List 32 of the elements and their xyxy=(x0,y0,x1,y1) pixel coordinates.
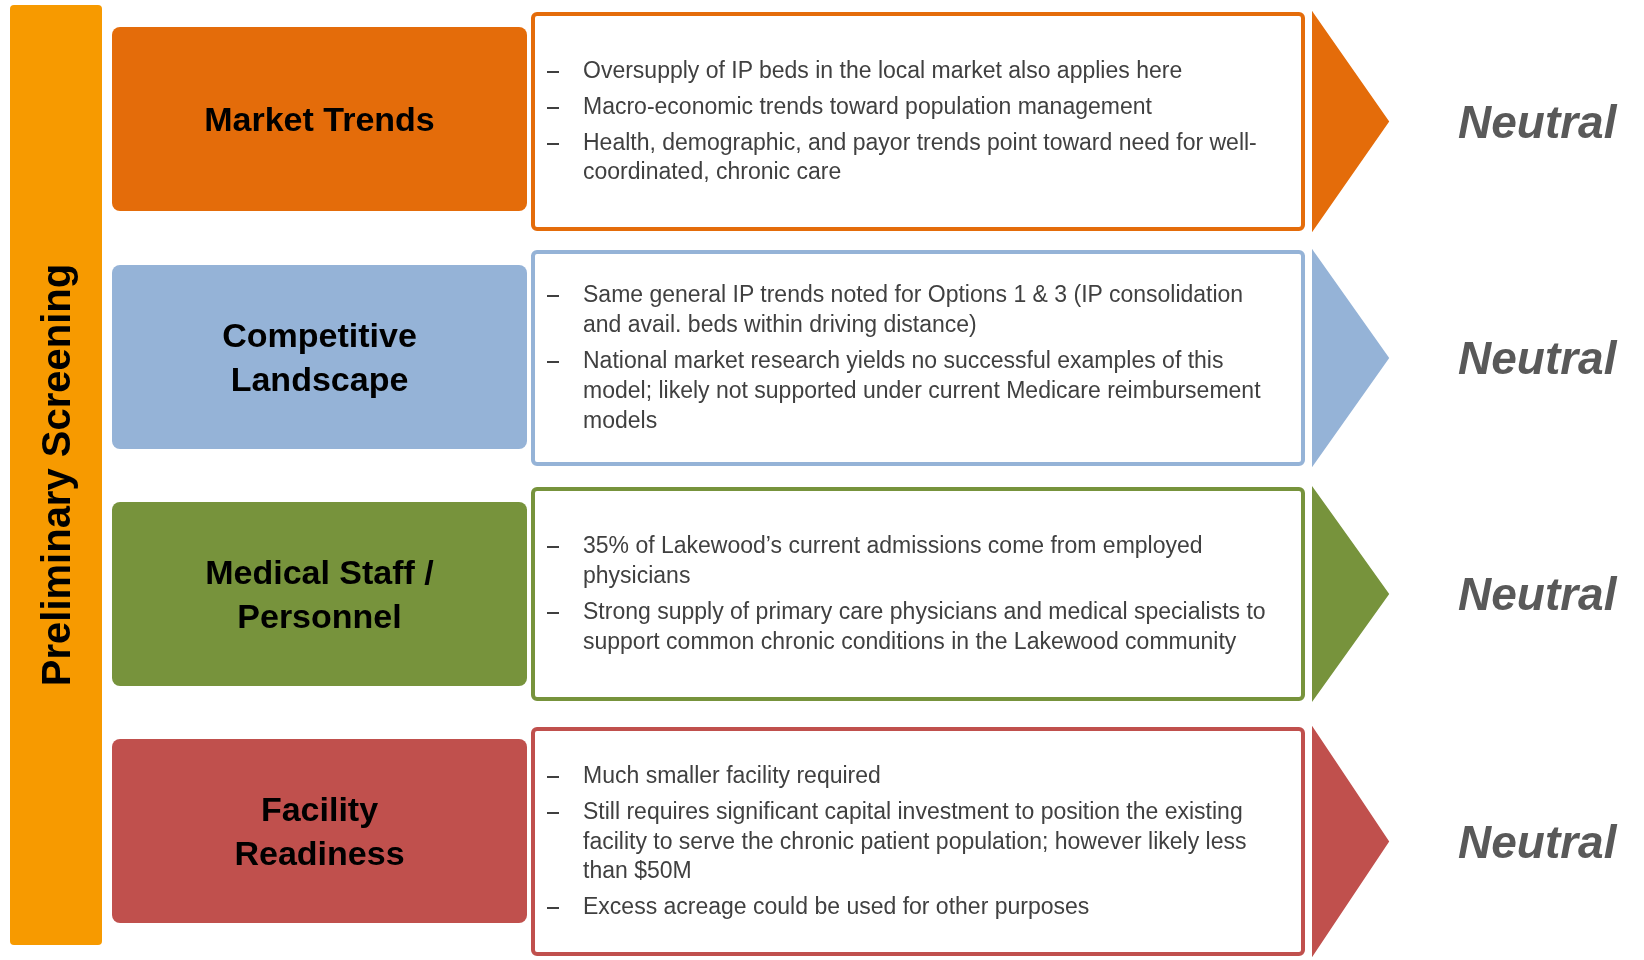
findings-box xyxy=(531,727,1305,956)
rating-text: Neutral xyxy=(1458,94,1617,149)
findings-box xyxy=(531,12,1305,231)
finding-text: Macro-economic trends toward population management xyxy=(583,92,1152,119)
finding-text: Excess acreage could be used for other purposes xyxy=(583,893,1090,920)
category-title: Medical Staff / Personnel xyxy=(204,551,435,637)
finding-text: 35% of Lakewood’s current admissions come from employed physicians xyxy=(583,532,1203,589)
chevron-arrow xyxy=(1312,725,1390,958)
rating-text: Neutral xyxy=(1458,567,1617,621)
findings-box xyxy=(531,250,1305,466)
screening-band xyxy=(10,5,102,945)
rating-text: Neutral xyxy=(1458,331,1617,385)
findings-box xyxy=(531,487,1305,701)
category-box xyxy=(112,265,527,449)
finding-text: Same general IP trends noted for Options 1 & 3 (IP consolidation and avail. beds within driving distance) xyxy=(583,281,1244,338)
finding-text: National market research yields no successful examples of this model; likely not supported under current Medicare reimbursement models xyxy=(583,347,1261,433)
chevron-arrow xyxy=(1312,485,1390,703)
category-title: Facility Readiness xyxy=(233,788,406,874)
chevron-arrow xyxy=(1312,248,1390,468)
finding-text: Health, demographic, and payor trends point toward need for well-coordinated, chronic care xyxy=(583,128,1257,185)
category-box xyxy=(112,739,527,923)
band-title: Preliminary Screening xyxy=(33,263,79,687)
rating-text: Neutral xyxy=(1458,814,1617,869)
category-title: Competitive Landscape xyxy=(221,314,418,400)
category-title: Market Trends xyxy=(204,98,435,140)
finding-text: Much smaller facility required xyxy=(583,761,881,788)
chevron-arrow xyxy=(1312,10,1390,233)
category-box xyxy=(112,27,527,211)
finding-text: Strong supply of primary care physicians and medical specialists to support common chronic conditions in the Lakewood community xyxy=(583,598,1266,654)
finding-text: Still requires significant capital investment to position the existing facility to serve the chronic patient population; however likely less than $50M xyxy=(583,797,1247,884)
finding-text: Oversupply of IP beds in the local market also applies here xyxy=(583,56,1183,83)
category-box xyxy=(112,502,527,686)
